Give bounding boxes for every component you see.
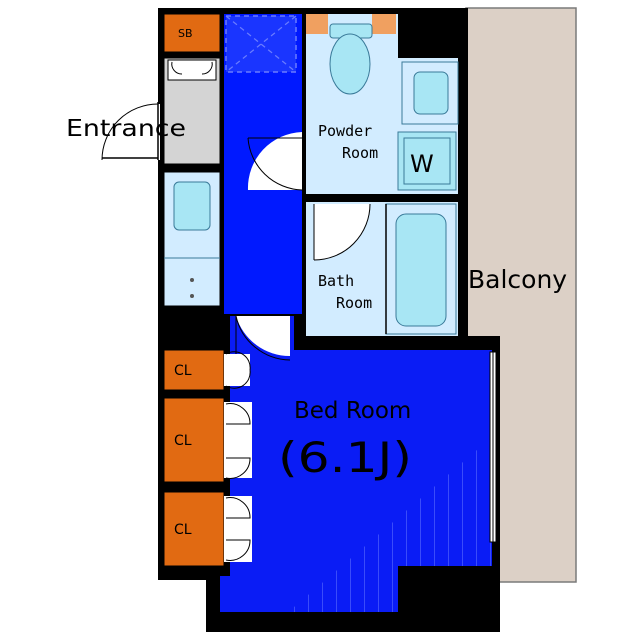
closet-2: CL (163, 397, 225, 483)
bed-room-size-label: (6.1J) (278, 433, 412, 482)
washer-inner (403, 137, 451, 185)
bathtub-basin (395, 213, 447, 327)
entrance-area (163, 57, 221, 165)
closet-3-label: CL (174, 522, 192, 538)
balcony-label: Balcony (468, 265, 567, 294)
toilet-bowl (329, 33, 371, 95)
entrance-label: Entrance (66, 116, 186, 142)
stove-burner-2 (190, 294, 194, 298)
powder-room-label-line2: Room (342, 144, 378, 162)
shoe-box: SB (163, 13, 221, 53)
corridor-skylight-diag-2 (225, 15, 297, 73)
stove-burner-1 (190, 278, 194, 282)
bed-room: Bed Room (6.1J) (220, 316, 500, 632)
wall-block-top-right (398, 14, 460, 58)
closet-1-label: CL (174, 363, 192, 379)
bath-room-door[interactable] (313, 203, 371, 261)
closet-1: CL (163, 349, 225, 391)
closet-1-cabinet (163, 349, 225, 391)
corridor-skylight-diag-1 (225, 15, 297, 73)
bath-room-label-line2: Room (336, 294, 372, 312)
powder-room-door[interactable] (247, 132, 303, 191)
wash-basin-bowl (413, 71, 449, 115)
closet-2-doors[interactable] (224, 402, 252, 479)
bed-room-label: Bed Room (294, 398, 411, 424)
entrance-door[interactable] (98, 102, 160, 161)
closet-2-cabinet (163, 397, 225, 483)
closet-1-doors[interactable] (224, 351, 251, 389)
powder-room-label-line1: Powder (318, 122, 372, 140)
bed-room-door[interactable] (235, 315, 291, 361)
bath-room: Bath Room (306, 202, 458, 336)
kitchen-sink (173, 181, 211, 231)
kitchen (163, 171, 221, 307)
washer-label: W (410, 150, 434, 178)
bath-room-label-line1: Bath (318, 272, 354, 290)
closet-3-cabinet (163, 491, 225, 567)
toilet (329, 23, 373, 95)
bed-room-corner-block (398, 566, 500, 632)
powder-room-shelf (372, 14, 396, 34)
closet-3-doors[interactable] (224, 496, 252, 562)
closet-3: CL (163, 491, 225, 567)
shoe-box-label: SB (178, 27, 193, 40)
powder-room: W Powder Room (306, 14, 460, 194)
entrance-cabinet (167, 59, 217, 81)
closet-2-label: CL (174, 433, 192, 449)
shoe-box-cabinet (163, 13, 221, 53)
powder-room-vent (306, 14, 328, 34)
